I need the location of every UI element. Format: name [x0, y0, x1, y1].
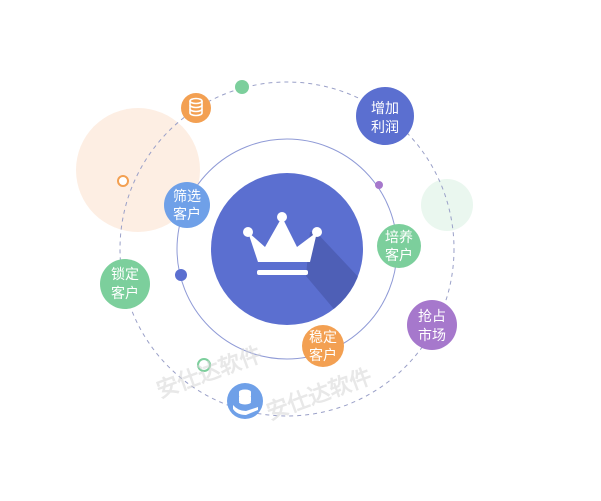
node-nurture-customers-line2: 客户 — [385, 247, 413, 264]
purple-dot — [375, 181, 383, 189]
crown-icon — [243, 212, 322, 275]
node-seize-market-line2: 市场 — [418, 327, 446, 344]
node-increase-profit-line1: 增加 — [371, 101, 399, 117]
watermark-2: 安仕达软件 — [263, 364, 375, 426]
green-dot — [235, 80, 249, 94]
outer-dashed-orbit — [119, 81, 455, 417]
node-increase-profit-line2: 利润 — [371, 120, 399, 136]
node-seize-market: 抢占 市场 — [407, 300, 457, 350]
node-stabilize-customers-line1: 稳定 — [309, 330, 337, 346]
node-increase-profit: 增加 利润 — [356, 87, 414, 145]
mint-halo — [421, 179, 473, 231]
node-filter-customers-line2: 客户 — [173, 206, 201, 223]
center-badge — [211, 173, 363, 325]
orange-ring — [117, 175, 129, 187]
node-filter-customers: 筛选 客户 — [164, 182, 210, 228]
node-lock-customers-line1: 锁定 — [111, 267, 139, 283]
hand-coin-badge — [227, 383, 263, 419]
navy-dot — [175, 269, 187, 281]
hand-coin-icon — [233, 389, 258, 415]
green-ring — [197, 358, 211, 372]
node-stabilize-customers-line2: 客户 — [309, 347, 337, 364]
node-nurture-customers: 培养 客户 — [377, 224, 421, 268]
node-lock-customers-line2: 客户 — [111, 285, 139, 302]
coin-stack-badge — [181, 93, 211, 123]
node-nurture-customers-line1: 培养 — [385, 230, 413, 246]
node-seize-market-line1: 抢占 — [418, 308, 446, 325]
coin-stack-icon — [189, 97, 203, 117]
node-filter-customers-line1: 筛选 — [173, 189, 201, 205]
node-lock-customers: 锁定 客户 — [100, 259, 150, 309]
node-stabilize-customers: 稳定 客户 — [302, 325, 344, 367]
